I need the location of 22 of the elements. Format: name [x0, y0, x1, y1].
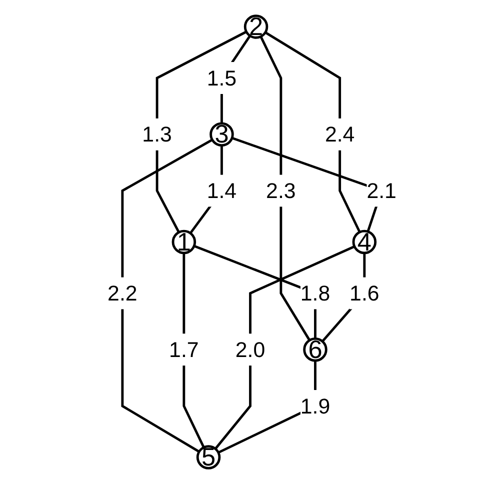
edge-label: 2.2 — [108, 281, 138, 306]
edge-label: 1.8 — [300, 281, 330, 306]
connector — [214, 245, 355, 450]
edge-label: 1.7 — [169, 337, 199, 362]
node-circle: 3 — [210, 122, 234, 146]
edge-label: 2.3 — [266, 178, 296, 203]
connector — [121, 138, 213, 453]
edge-label: 1.6 — [350, 281, 380, 306]
edge-label: 1.4 — [206, 178, 237, 203]
node-circle: 1 — [172, 230, 196, 254]
edge-label: 1.5 — [206, 66, 237, 90]
edge-label: 2.1 — [366, 178, 396, 203]
node-circle: 2 — [244, 14, 268, 39]
connector — [264, 31, 361, 233]
edge-label: 1.9 — [300, 394, 330, 418]
edge-label: 2.4 — [324, 122, 355, 147]
node-circle: 5 — [196, 445, 221, 470]
edge-label: 1.3 — [142, 122, 172, 147]
connector — [260, 36, 311, 341]
node-circle: 4 — [352, 230, 377, 254]
edge-label: 2.0 — [235, 337, 266, 362]
node-circle: 6 — [303, 338, 328, 362]
